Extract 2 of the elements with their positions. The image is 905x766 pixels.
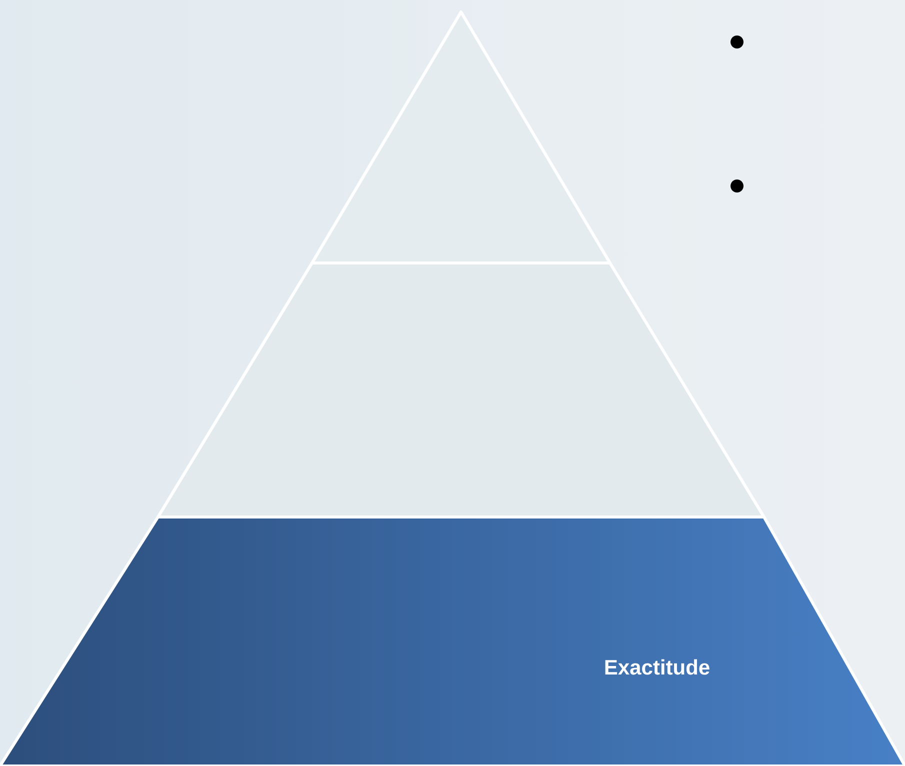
pyramid-level (156, 262, 766, 518)
pyramid-top (310, 10, 612, 264)
